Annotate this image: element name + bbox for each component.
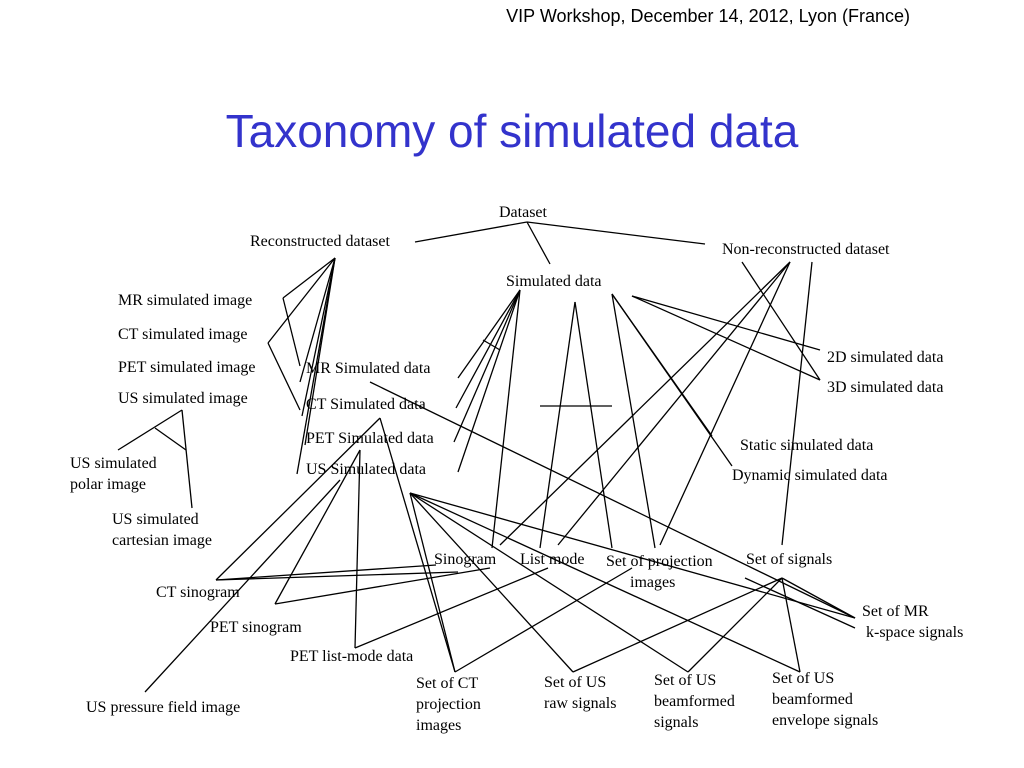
node-set-of-us-raw-signals-line: raw signals bbox=[544, 695, 616, 712]
node-set-of-us-beamformed-envelope-signals-line: Set of US bbox=[772, 670, 834, 687]
node-sinogram: Sinogram bbox=[434, 551, 497, 568]
node-set-of-mr-k-space-signals-line: Set of MR bbox=[862, 603, 929, 620]
node-set-of-ct-projection-images-line: Set of CT bbox=[416, 675, 478, 692]
slide-title: Taxonomy of simulated data bbox=[225, 105, 799, 157]
node-mr-simulated-data-line: MR Simulated data bbox=[306, 360, 430, 377]
node-ct-sinogram: CT sinogram bbox=[156, 584, 240, 601]
node-dataset-line: Dataset bbox=[499, 204, 548, 221]
node-simulated-data-line: Simulated data bbox=[506, 273, 602, 290]
node-set-of-signals: Set of signals bbox=[746, 551, 832, 568]
node-us-simulated-polar-image-line: US simulated bbox=[70, 455, 157, 472]
node-set-of-ct-projection-images-line: images bbox=[416, 717, 461, 734]
node-non-reconstructed-dataset-line: Non-reconstructed dataset bbox=[722, 241, 890, 258]
node-set-of-us-raw-signals-line: Set of US bbox=[544, 674, 606, 691]
node-pet-list-mode-data: PET list-mode data bbox=[290, 648, 413, 665]
node-static-simulated-data-line: Static simulated data bbox=[740, 437, 873, 454]
node-us-simulated-data-line: US Simulated data bbox=[306, 461, 426, 478]
node-dynamic-simulated-data-line: Dynamic simulated data bbox=[732, 467, 888, 484]
node-pet-sinogram-line: PET sinogram bbox=[210, 619, 302, 636]
node-us-simulated-polar-image: US simulated polar image bbox=[70, 455, 157, 493]
node-pet-simulated-data-line: PET Simulated data bbox=[306, 430, 434, 447]
node-dynamic-simulated-data: Dynamic simulated data bbox=[732, 467, 888, 484]
node-2d-simulated-data: 2D simulated data bbox=[827, 349, 943, 366]
node-static-simulated-data: Static simulated data bbox=[740, 437, 873, 454]
node-list-mode-line: List mode bbox=[520, 551, 584, 568]
node-3d-simulated-data-line: 3D simulated data bbox=[827, 379, 943, 396]
node-3d-simulated-data: 3D simulated data bbox=[827, 379, 943, 396]
node-sinogram-line: Sinogram bbox=[434, 551, 497, 568]
node-us-pressure-field-image: US pressure field image bbox=[86, 699, 240, 716]
node-ct-simulated-data-line: CT Simulated data bbox=[306, 396, 426, 413]
node-pet-simulated-data: PET Simulated data bbox=[306, 430, 434, 447]
node-ct-simulated-image: CT simulated image bbox=[118, 326, 247, 343]
node-us-simulated-image-line: US simulated image bbox=[118, 390, 248, 407]
node-reconstructed-dataset: Reconstructed dataset bbox=[250, 233, 391, 250]
node-set-of-us-beamformed-signals-line: Set of US bbox=[654, 672, 716, 689]
node-ct-sinogram-line: CT sinogram bbox=[156, 584, 240, 601]
node-pet-sinogram: PET sinogram bbox=[210, 619, 302, 636]
node-us-simulated-cartesian-image: US simulated cartesian image bbox=[112, 511, 212, 549]
node-pet-simulated-image-line: PET simulated image bbox=[118, 359, 255, 376]
node-set-of-us-beamformed-envelope-signals: Set of US beamformed envelope signals bbox=[772, 670, 878, 729]
node-set-of-mr-k-space-signals-line: k-space signals bbox=[866, 624, 963, 641]
node-2d-simulated-data-line: 2D simulated data bbox=[827, 349, 943, 366]
node-set-of-signals-line: Set of signals bbox=[746, 551, 832, 568]
node-reconstructed-dataset-line: Reconstructed dataset bbox=[250, 233, 391, 250]
node-set-of-mr-k-space-signals: Set of MR k-space signals bbox=[862, 603, 963, 641]
node-pet-simulated-image: PET simulated image bbox=[118, 359, 255, 376]
node-set-of-us-raw-signals: Set of US raw signals bbox=[544, 674, 616, 712]
node-simulated-data: Simulated data bbox=[506, 273, 602, 290]
node-set-of-us-beamformed-signals-line: signals bbox=[654, 714, 698, 731]
node-set-of-projection-images-line: images bbox=[630, 574, 675, 591]
node-us-simulated-image: US simulated image bbox=[118, 390, 248, 407]
diagram-edges bbox=[117, 221, 856, 693]
node-set-of-projection-images: Set of projection images bbox=[606, 553, 713, 591]
node-non-reconstructed-dataset: Non-reconstructed dataset bbox=[722, 241, 890, 258]
node-us-pressure-field-image-line: US pressure field image bbox=[86, 699, 240, 716]
node-set-of-us-beamformed-envelope-signals-line: envelope signals bbox=[772, 712, 878, 729]
node-dataset: Dataset bbox=[499, 204, 548, 221]
node-set-of-projection-images-line: Set of projection bbox=[606, 553, 713, 570]
node-ct-simulated-image-line: CT simulated image bbox=[118, 326, 247, 343]
node-mr-simulated-data: MR Simulated data bbox=[306, 360, 430, 377]
node-set-of-us-beamformed-signals-line: beamformed bbox=[654, 693, 735, 710]
node-mr-simulated-image-line: MR simulated image bbox=[118, 292, 252, 309]
node-mr-simulated-image: MR simulated image bbox=[118, 292, 252, 309]
node-set-of-ct-projection-images: Set of CT projection images bbox=[416, 675, 481, 734]
node-set-of-ct-projection-images-line: projection bbox=[416, 696, 481, 713]
node-set-of-us-beamformed-envelope-signals-line: beamformed bbox=[772, 691, 853, 708]
node-us-simulated-cartesian-image-line: cartesian image bbox=[112, 532, 212, 549]
node-us-simulated-polar-image-line: polar image bbox=[70, 476, 146, 493]
node-ct-simulated-data: CT Simulated data bbox=[306, 396, 426, 413]
node-set-of-us-beamformed-signals: Set of US beamformed signals bbox=[654, 672, 735, 731]
node-list-mode: List mode bbox=[520, 551, 584, 568]
node-us-simulated-cartesian-image-line: US simulated bbox=[112, 511, 199, 528]
slide-header: VIP Workshop, December 14, 2012, Lyon (F… bbox=[506, 6, 910, 26]
node-pet-list-mode-data-line: PET list-mode data bbox=[290, 648, 413, 665]
node-us-simulated-data: US Simulated data bbox=[306, 461, 426, 478]
